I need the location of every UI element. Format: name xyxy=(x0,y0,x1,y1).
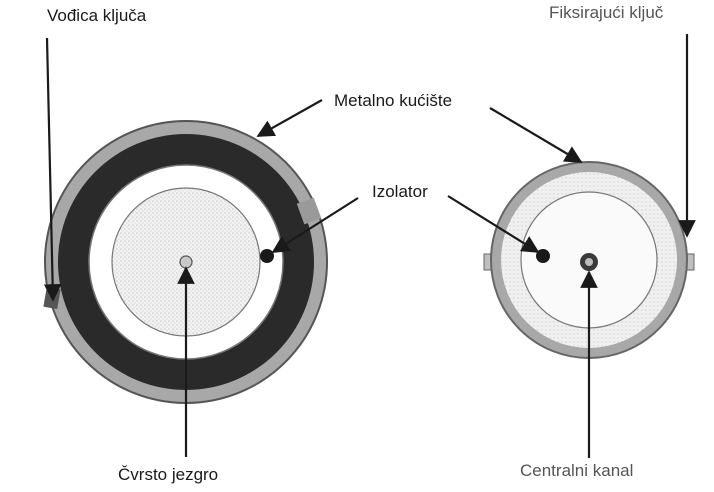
left-solid-core xyxy=(179,255,193,269)
arrow-metal-housing-left xyxy=(256,99,323,137)
left-connector xyxy=(43,120,328,404)
arrows xyxy=(43,34,696,458)
label-insulator: Izolator xyxy=(372,182,428,201)
arrow-key-guide xyxy=(43,37,62,302)
label-locking-key: Fiksirajući ključ xyxy=(549,3,664,22)
label-central-channel: Centralni kanal xyxy=(520,461,634,480)
arrow-insulator-left xyxy=(271,197,359,253)
label-metal-housing: Metalno kućište xyxy=(334,91,453,110)
label-solid-core: Čvrsto jezgro xyxy=(118,465,219,484)
arrow-metal-housing-right xyxy=(489,107,583,163)
right-central-channel-inner xyxy=(585,258,593,266)
arrow-insulator-right xyxy=(447,195,540,253)
left-key-notch xyxy=(296,197,322,225)
right-connector xyxy=(483,161,695,359)
right-insulator-marker xyxy=(536,249,550,263)
label-key-guide: Vođica ključa xyxy=(47,6,147,25)
left-insulator-marker xyxy=(260,249,274,263)
